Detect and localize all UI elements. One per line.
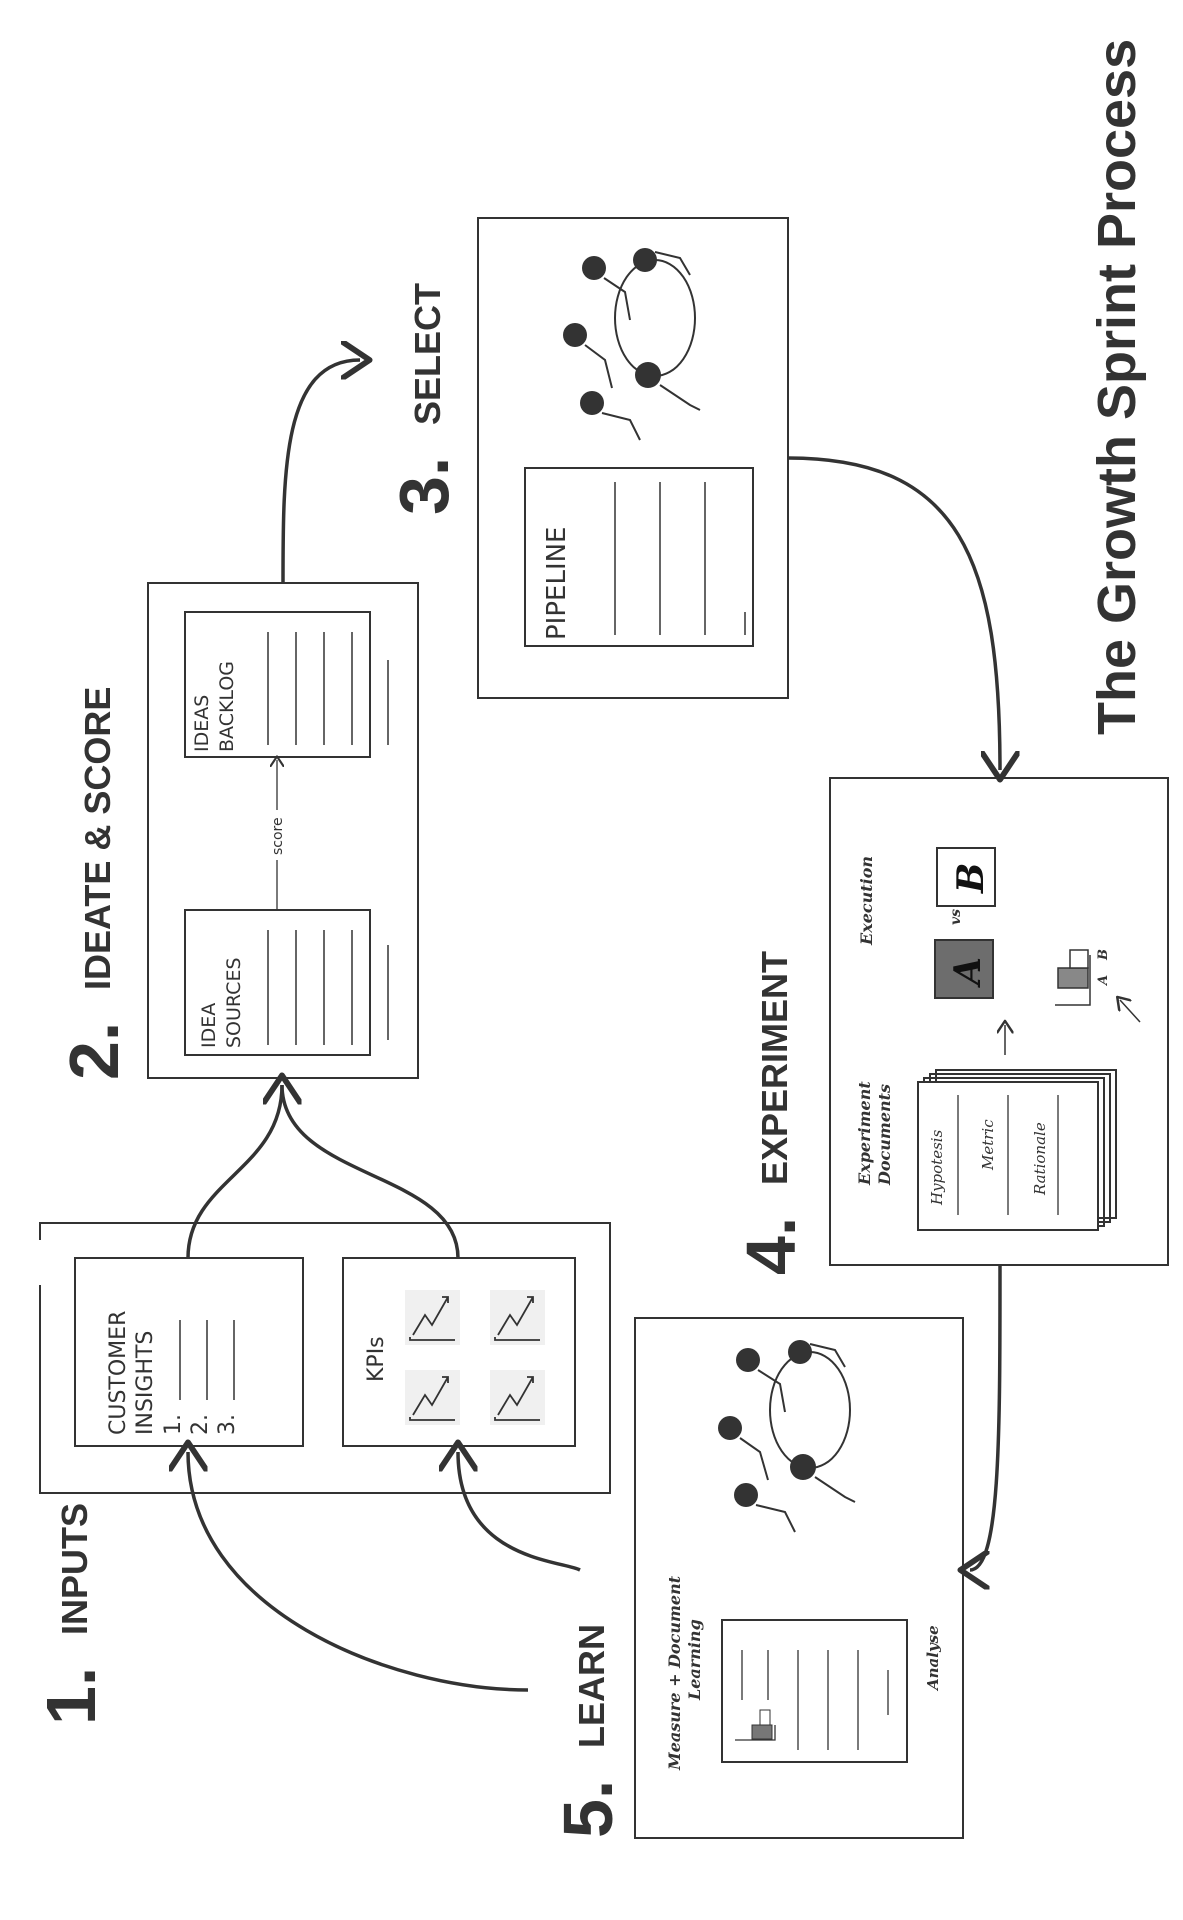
step-number: 5.	[549, 1780, 627, 1838]
variant-a-box	[934, 939, 994, 999]
arrow-insights-to-ideate	[186, 1085, 282, 1259]
variant-a-label: A	[947, 957, 989, 988]
step-number: 1.	[32, 1667, 110, 1725]
analyse-label: Analyse	[924, 1625, 942, 1692]
arrow-kpis-to-ideate	[280, 1084, 460, 1259]
step-experiment-heading: 4. EXPERIMENT	[732, 951, 810, 1275]
score-connector: score	[270, 760, 286, 910]
measure-label-line2: Learning	[685, 1619, 704, 1701]
docs-title-line2: Documents	[875, 1084, 894, 1186]
step-number: 2.	[55, 1022, 133, 1080]
pipeline-label: PIPELINE	[542, 527, 572, 640]
list-number: 2.	[188, 1414, 213, 1435]
step-ideate-heading: 2. IDEATE & SCORE	[55, 687, 133, 1080]
variant-b-box	[936, 847, 996, 907]
ab-test-illustration: A vs B	[934, 847, 996, 999]
docs-title-line1: Experiment	[855, 1081, 874, 1186]
arrow-ideate-to-select	[281, 360, 360, 584]
bar-label: A	[1096, 975, 1111, 987]
list-number: 3.	[215, 1414, 240, 1435]
measure-label-line1: Measure + Document	[665, 1575, 684, 1771]
experiment-panel: Execution Experiment Documents Hypotesis…	[829, 777, 1169, 1266]
card-title-line2: SOURCES	[223, 957, 245, 1048]
step-number: 4.	[732, 1217, 810, 1275]
vs-label: vs	[948, 909, 964, 925]
kpi-chart-icon	[405, 1290, 460, 1345]
step-label: LEARN	[571, 1624, 612, 1748]
arrow-learn-to-insights	[188, 1452, 529, 1692]
step-label: EXPERIMENT	[754, 951, 795, 1185]
doc-row-label: Metric	[979, 1119, 997, 1171]
doc-row-label: Hypotesis	[928, 1129, 946, 1206]
step-select-heading: 3. SELECT	[385, 283, 463, 515]
results-bar-chart-icon: A B	[1055, 949, 1111, 1006]
bar-b	[1069, 949, 1089, 969]
kpi-chart-icon	[490, 1290, 545, 1345]
step-inputs-heading: 1. INPUTS	[32, 1503, 110, 1725]
ideas-backlog-card: IDEAS BACKLOG	[184, 611, 389, 758]
card-title-line2: BACKLOG	[216, 661, 238, 752]
card-title-line1: IDEA	[198, 1003, 220, 1048]
ideate-panel: IDEA SOURCES IDEAS BACKLOG score	[147, 582, 419, 1079]
step-label: SELECT	[407, 283, 448, 425]
step-label: INPUTS	[54, 1503, 95, 1635]
team-meeting-illustration	[563, 248, 701, 441]
kpis-card: KPIs	[342, 1257, 576, 1447]
execution-label: Execution	[857, 856, 876, 946]
card-title-line1: IDEAS	[191, 695, 213, 752]
trend-arrow	[1120, 1000, 1141, 1023]
list-number: 1.	[161, 1414, 186, 1435]
step-label: IDEATE & SCORE	[77, 687, 118, 990]
customer-insights-card: CUSTOMER INSIGHTS 1. 2. 3.	[74, 1257, 304, 1447]
step-learn-heading: 5. LEARN	[549, 1624, 627, 1838]
card-title-line2: INSIGHTS	[133, 1331, 158, 1435]
score-label: score	[270, 817, 286, 855]
bar-a	[1057, 967, 1089, 989]
doc-row-label: Rationale	[1031, 1122, 1049, 1196]
learning-document	[721, 1619, 908, 1763]
diagram-title: The Growth Sprint Process	[1087, 39, 1147, 735]
idea-sources-card: IDEA SOURCES	[184, 909, 389, 1056]
card-title-line1: CUSTOMER	[106, 1311, 131, 1435]
inputs-panel: CUSTOMER INSIGHTS 1. 2. 3. KPIs	[37, 1222, 611, 1494]
kpi-chart-icon	[405, 1370, 460, 1425]
experiment-documents: Experiment Documents Hypotesis Metric Ra…	[855, 1069, 1117, 1231]
arrow-learn-to-kpis	[458, 1452, 581, 1572]
bar-label: B	[1096, 949, 1111, 961]
pipeline-card: PIPELINE	[524, 467, 754, 647]
kpi-chart-icon	[490, 1370, 545, 1425]
team-meeting-illustration	[718, 1340, 856, 1533]
arrow-select-to-experiment	[787, 456, 1000, 770]
arrow-experiment-to-learn	[970, 1264, 1002, 1570]
learn-panel: Measure + Document Learning Analyse	[634, 1317, 964, 1839]
variant-b-label: B	[950, 863, 992, 894]
kpis-label: KPIs	[364, 1336, 389, 1382]
select-panel: PIPELINE	[477, 217, 789, 699]
step-number: 3.	[385, 457, 463, 515]
